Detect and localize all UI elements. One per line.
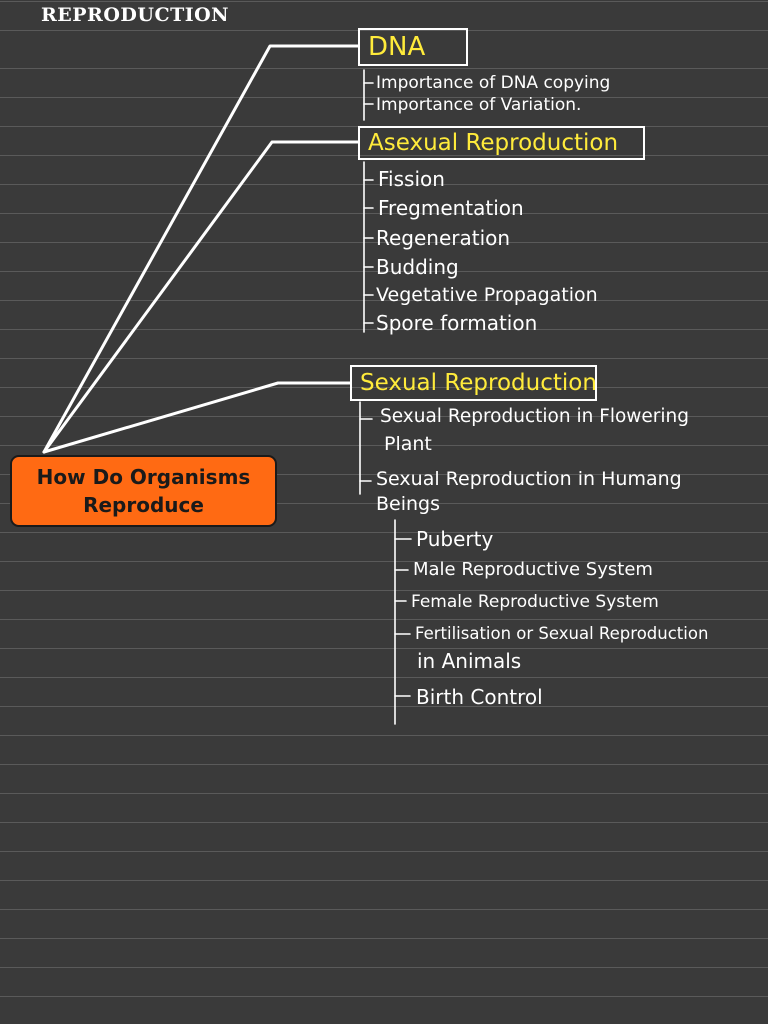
root-node-line2: Reproduce [83, 493, 204, 517]
asexual-item: Regeneration [376, 226, 511, 250]
human-item: Birth Control [416, 685, 543, 709]
human-item: Male Reproductive System [413, 559, 653, 580]
asexual-item: Budding [376, 255, 459, 279]
page-title: REPRODUCTION [41, 4, 230, 26]
asexual-item: Fregmentation [378, 196, 524, 220]
asexual-heading: Asexual Reproduction [358, 126, 645, 160]
sexual-item: Sexual Reproduction in Humang [376, 468, 682, 490]
connector-root-to-sexual [42, 381, 352, 454]
root-node: How Do Organisms Reproduce [10, 455, 277, 527]
root-node-line1: How Do Organisms [36, 465, 251, 489]
asexual-item: Vegetative Propagation [376, 284, 598, 306]
sexual-item: Sexual Reproduction in Flowering [380, 406, 690, 427]
asexual-item: Spore formation [376, 311, 538, 335]
human-item-continuation: in Animals [417, 649, 522, 673]
human-item: Fertilisation or Sexual Reproduction [415, 624, 709, 643]
sexual-heading: Sexual Reproduction [350, 365, 597, 401]
sexual-item-continuation: Plant [384, 433, 432, 455]
human-item: Puberty [416, 527, 494, 551]
asexual-item: Fission [378, 167, 445, 191]
human-item: Female Reproductive System [411, 592, 659, 612]
sexual-item-continuation: Beings [376, 493, 441, 515]
dna-item: Importance of DNA copying [376, 73, 611, 93]
dna-item: Importance of Variation. [376, 95, 582, 115]
connector-root-to-asexual [42, 140, 360, 454]
dna-heading: DNA [358, 28, 468, 66]
connector-root-to-dna [42, 44, 360, 454]
